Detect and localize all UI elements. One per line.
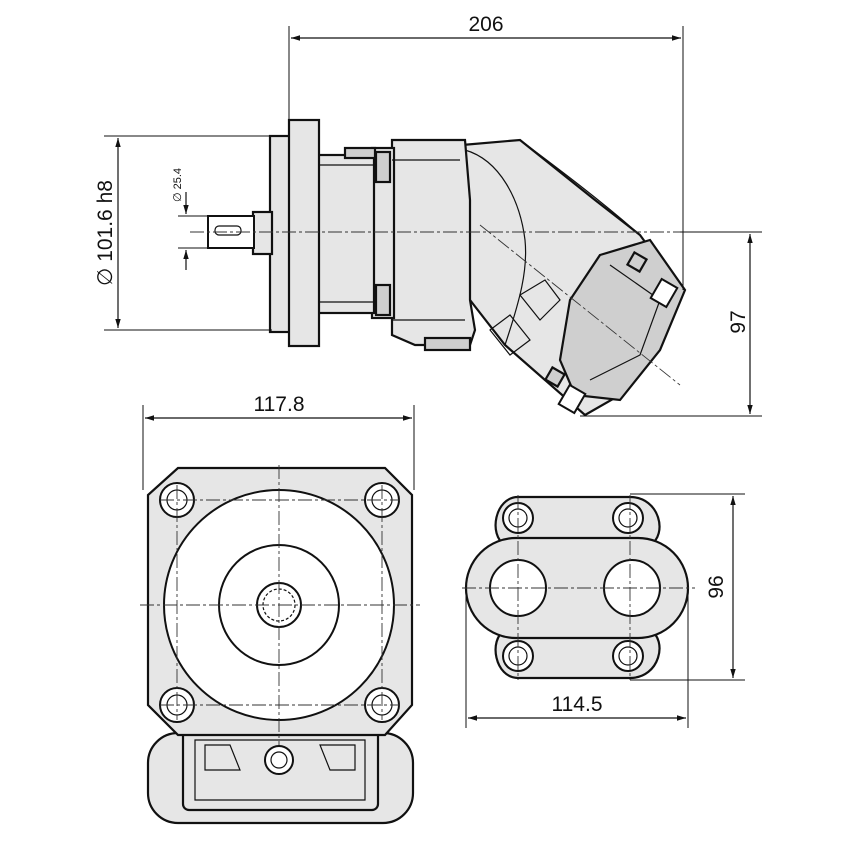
dim-label-shaft-diameter: ∅ 25.4 <box>172 168 184 202</box>
port-view <box>462 495 695 680</box>
angled-head <box>453 138 687 417</box>
dim-flange-diameter: ∅ 101.6 h8 <box>94 135 272 331</box>
dim-label-flange-width: 117.8 <box>254 393 305 416</box>
dim-label-overall-length: 206 <box>468 13 503 36</box>
dim-port-plate-width: 114.5 <box>465 590 689 728</box>
dim-flange-width: 117.8 <box>142 393 415 490</box>
neck <box>316 146 377 315</box>
dim-label-port-plate-width: 114.5 <box>552 693 603 716</box>
dim-label-port-plate-height: 96 <box>705 575 728 598</box>
dim-shaft-diameter: ∅ 25.4 <box>172 168 212 270</box>
dim-overall-length: 206 <box>288 13 684 290</box>
mounting-flange <box>268 118 321 348</box>
front-view <box>140 465 420 825</box>
side-view <box>190 118 765 417</box>
drive-shaft <box>207 210 274 256</box>
dim-label-port-height: 97 <box>727 310 750 333</box>
dim-label-flange-diameter: ∅ 101.6 h8 <box>94 180 117 286</box>
main-housing <box>370 138 477 352</box>
dim-port-plate-height: 96 <box>630 493 745 681</box>
dim-port-height: 97 <box>580 231 762 417</box>
